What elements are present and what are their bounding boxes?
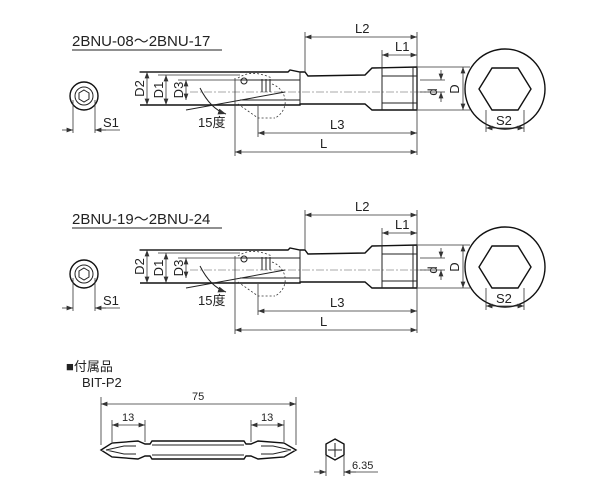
label-D: D	[447, 84, 462, 93]
label-d: d	[425, 88, 440, 95]
label-15-degree: 15度	[198, 115, 225, 130]
dim-75-label: 75	[192, 391, 204, 403]
label-L2: L2	[355, 199, 369, 214]
label-L1: L1	[395, 39, 409, 54]
view-title: 2BNU-08～2BNU-17	[72, 33, 210, 50]
bit-hex-end-view: 6.35	[314, 438, 378, 476]
accessory-heading: ■付属品	[66, 359, 113, 374]
accessory-model: BIT-P2	[82, 375, 122, 390]
label-L3: L3	[330, 295, 344, 310]
socket-body	[140, 244, 418, 289]
hex-end-view	[464, 48, 546, 132]
label-S2: S2	[496, 113, 512, 128]
label-15-degree: 15度	[198, 293, 225, 308]
label-D: D	[447, 262, 462, 271]
square-drive-end-view	[62, 259, 120, 311]
square-drive-end-view	[62, 81, 120, 133]
label-L: L	[320, 136, 327, 151]
label-L3: L3	[330, 117, 344, 132]
dim-13-left-label: 13	[122, 412, 134, 424]
label-D1: D1	[151, 82, 166, 99]
label-L1: L1	[395, 217, 409, 232]
label-S2: S2	[496, 291, 512, 306]
label-D3: D3	[171, 82, 186, 99]
label-S1: S1	[103, 115, 119, 130]
label-d: d	[425, 266, 440, 273]
label-S1: S1	[103, 293, 119, 308]
label-L2: L2	[355, 21, 369, 36]
hex-end-view	[464, 226, 546, 310]
label-D2: D2	[132, 258, 147, 275]
dim-6-35-label: 6.35	[352, 460, 373, 472]
label-D1: D1	[151, 260, 166, 277]
socket-body	[140, 66, 418, 111]
accessory-bit: ■付属品 BIT-P2 75 13 13 6.35	[66, 359, 378, 476]
label-L: L	[320, 314, 327, 329]
dim-13-right-label: 13	[261, 412, 273, 424]
label-D2: D2	[132, 80, 147, 97]
view-title: 2BNU-19～2BNU-24	[72, 211, 210, 228]
label-D3: D3	[171, 260, 186, 277]
